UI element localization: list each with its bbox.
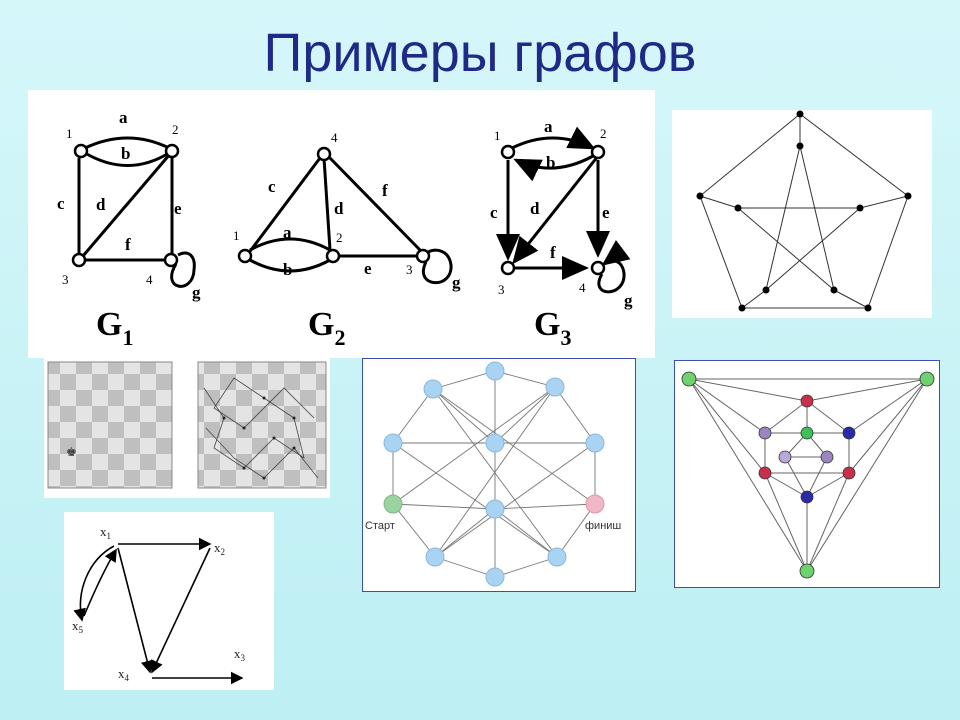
g1-vlabel-4: 4: [146, 272, 153, 287]
g2-vertex-2: [325, 248, 341, 264]
x1-label: x1: [100, 524, 111, 541]
page-title: Примеры графов: [263, 23, 697, 83]
g1-label-f: f: [125, 235, 131, 254]
g3-vlabel-1: 1: [494, 128, 501, 143]
g1-label-e: e: [174, 199, 182, 218]
g3-edge-b: [513, 154, 594, 182]
g3-label-b: b: [546, 153, 555, 172]
g2-edge-c: [246, 157, 322, 255]
graphs-panel: a b c d e f g 1 2 3 4 G1 a b c d e f g 4…: [28, 90, 655, 358]
g2-edge-f: [326, 154, 422, 252]
g3-vertex-2: [590, 144, 606, 160]
g2-label-b: b: [283, 260, 292, 279]
g2-vertex-3: [316, 146, 332, 162]
g1-vertex-4: [163, 252, 179, 268]
chessboard-panel: ♚: [44, 358, 330, 498]
g2-vlabel-4: 3: [406, 262, 413, 277]
g2-label-e: e: [364, 259, 372, 278]
g3-label-a: a: [544, 117, 553, 136]
petersen-graph: [696, 110, 912, 312]
g3-label-c: c: [490, 203, 498, 222]
svg-text:♚: ♚: [66, 445, 77, 459]
g1-vlabel-3: 3: [62, 272, 69, 287]
g1-vlabel-1: 1: [66, 126, 73, 141]
g2-label-f: f: [382, 181, 388, 200]
g3-vertex-4: [590, 260, 606, 276]
g2-vertex-4: [415, 248, 431, 264]
g3-vlabel-4: 4: [579, 280, 586, 295]
g2-edge-g: [422, 248, 453, 285]
g1-label-g: g: [192, 283, 201, 302]
g2-edge-b: [249, 258, 331, 273]
g2-vlabel-3: 4: [331, 130, 338, 145]
g3-vlabel-3: 3: [498, 282, 505, 297]
g3-label-f: f: [550, 243, 556, 262]
g3-vertex-3: [500, 260, 516, 276]
g2-edge-d: [322, 157, 332, 251]
g1-name: G1: [96, 306, 133, 350]
g1-label-b: b: [121, 144, 130, 163]
g3-vlabel-2: 2: [600, 126, 607, 141]
g1-edge-a: [84, 136, 170, 150]
petersen-graph-panel: [672, 110, 932, 318]
start-label: Старт: [365, 520, 395, 532]
finish-node: [585, 494, 605, 514]
g1-vlabel-2: 2: [172, 122, 179, 137]
g1-label-a: a: [119, 108, 128, 127]
g3-edge-g: [597, 240, 631, 294]
g2-edge-a: [249, 237, 331, 252]
colored-graph-panel: [674, 360, 940, 588]
g1-label-d: d: [96, 195, 106, 214]
g1-label-c: c: [57, 194, 65, 213]
g3-vertex-1: [500, 144, 516, 160]
x-directed-graph: x1 x2 x3 x4 x5: [72, 524, 246, 685]
g2-vlabel-2: 2: [336, 230, 343, 245]
start-node: [383, 494, 403, 514]
g3-edge-d: [512, 155, 600, 265]
g1-edge-d: [81, 153, 172, 257]
g1-edge-b: [84, 151, 170, 167]
colored-graph: [681, 371, 935, 579]
network-graph-panel: Старт финиш: [362, 358, 636, 592]
knight-tour-boards: ♚: [47, 361, 327, 489]
g2-name: G2: [308, 306, 345, 350]
x3-label: x3: [234, 646, 246, 663]
g2-vlabel-1: 1: [233, 228, 240, 243]
g1-vertex-3: [71, 252, 87, 268]
g2-label-d: d: [334, 199, 344, 218]
x4-label: x4: [118, 666, 130, 683]
g3-label-e: e: [602, 203, 610, 222]
g2-label-g: g: [452, 273, 461, 292]
g3-label-d: d: [530, 199, 540, 218]
network-graph: Старт финиш: [365, 361, 621, 587]
x2-label: x2: [214, 540, 225, 557]
g2-label-a: a: [283, 223, 292, 242]
graphs-g1-g2-g3: a b c d e f g 1 2 3 4 G1 a b c d e f g 4…: [57, 108, 633, 350]
g1-edge-g: [170, 251, 196, 288]
x5-label: x5: [72, 618, 84, 635]
g2-label-c: c: [268, 177, 276, 196]
g3-name: G3: [534, 306, 571, 350]
g3-edge-a: [511, 126, 596, 150]
g1-vertex-2: [164, 143, 180, 159]
x-graph-panel: x1 x2 x3 x4 x5: [64, 512, 274, 690]
g3-label-g: g: [624, 291, 633, 310]
finish-label: финиш: [585, 520, 621, 532]
g1-vertex-1: [73, 143, 89, 159]
g2-vertex-1: [237, 248, 253, 264]
